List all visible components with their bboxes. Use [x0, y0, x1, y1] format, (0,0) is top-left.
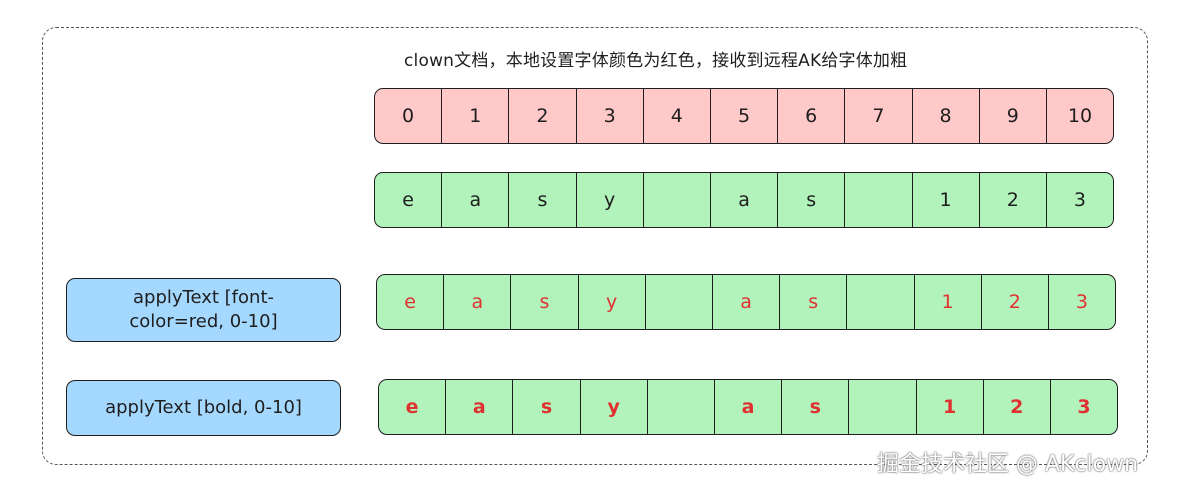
index-cell: 9	[980, 89, 1047, 143]
index-cell: 0	[375, 89, 443, 143]
diagram-title: clown文档，本地设置字体颜色为红色，接收到远程AK给字体加粗	[404, 51, 908, 71]
bold-text-cell: y	[581, 380, 648, 434]
text-cell: s	[778, 173, 846, 227]
red-text-cell: 2	[982, 275, 1049, 329]
red-text-cell: y	[579, 275, 646, 329]
text-cell: a	[442, 173, 510, 227]
bold-text-cell: a	[446, 380, 514, 434]
text-cell: 1	[913, 173, 980, 227]
apply-color-label: applyText [font-color=red, 0-10]	[66, 278, 341, 342]
index-cell: 8	[913, 89, 980, 143]
index-cell: 6	[778, 89, 846, 143]
bold-text-cell: s	[782, 380, 850, 434]
index-cell: 4	[644, 89, 711, 143]
bold-text-cell: 3	[1077, 396, 1091, 418]
bold-text-cell: s	[513, 380, 581, 434]
index-cell: 2	[509, 89, 577, 143]
bold-text-cell	[648, 380, 715, 434]
bold-text-cell: 1	[917, 380, 984, 434]
red-text-row: e a s y a s 1 2 3	[376, 274, 1116, 330]
index-row: 0 1 2 3 4 5 6 7 8 9 10	[374, 88, 1114, 144]
index-cell: 10	[1067, 105, 1093, 127]
apply-bold-label: applyText [bold, 0-10]	[66, 380, 341, 436]
bold-text-row: e a s y a s 1 2 3	[378, 379, 1118, 435]
bold-text-cell: 2	[984, 380, 1051, 434]
bold-text-cell: a	[715, 380, 783, 434]
index-cell: 5	[711, 89, 779, 143]
text-cell: a	[711, 173, 779, 227]
watermark: 掘金技术社区 @ AKclown	[877, 452, 1139, 477]
text-cell	[845, 173, 913, 227]
red-text-cell: s	[511, 275, 579, 329]
text-cell: 2	[980, 173, 1047, 227]
text-cell	[644, 173, 711, 227]
text-cell: 3	[1073, 189, 1087, 211]
index-cell: 7	[845, 89, 913, 143]
red-text-cell: 1	[915, 275, 982, 329]
red-text-cell: s	[780, 275, 848, 329]
text-cell: s	[509, 173, 577, 227]
red-text-cell: e	[377, 275, 445, 329]
red-text-cell: a	[444, 275, 512, 329]
bold-text-cell: e	[379, 380, 447, 434]
red-text-cell: 3	[1075, 291, 1089, 313]
diagram-frame	[42, 27, 1148, 465]
red-text-cell	[847, 275, 915, 329]
text-cell: e	[375, 173, 443, 227]
index-cell: 1	[442, 89, 510, 143]
index-cell: 3	[577, 89, 644, 143]
red-text-cell: a	[713, 275, 781, 329]
text-row: e a s y a s 1 2 3	[374, 172, 1114, 228]
bold-text-cell	[849, 380, 917, 434]
text-cell: y	[577, 173, 644, 227]
red-text-cell	[646, 275, 713, 329]
